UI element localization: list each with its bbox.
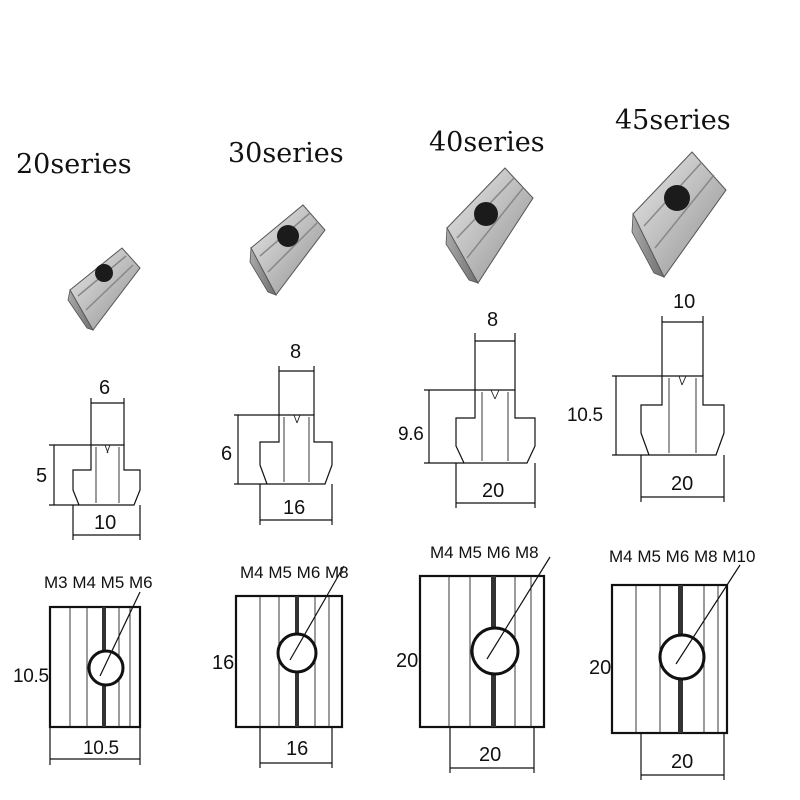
dim-20-bottom-width: 10 xyxy=(94,512,116,534)
t-nut-photo-20 xyxy=(67,247,141,331)
dim-40-top-width: 8 xyxy=(487,309,498,331)
profile-20: 6 5 10 xyxy=(36,377,141,540)
dim-20-plan-width: 10.5 xyxy=(83,738,119,759)
dim-30-height: 6 xyxy=(221,443,232,465)
dim-40-plan-width: 20 xyxy=(479,744,501,766)
t-nut-photo-30 xyxy=(249,204,326,296)
t-nut-photo-40 xyxy=(445,167,534,284)
dim-45-bottom-width: 20 xyxy=(671,473,693,495)
dim-45-plan-width: 20 xyxy=(671,751,693,773)
series-title-40: 40series xyxy=(429,127,545,158)
dim-45-top-width: 10 xyxy=(673,291,695,313)
threads-20: M3 M4 M5 M6 xyxy=(44,573,153,592)
series-title-20: 20series xyxy=(16,149,132,180)
dim-30-plan-width: 16 xyxy=(286,738,308,760)
dim-40-height: 9.6 xyxy=(398,424,424,445)
dim-45-height: 10.5 xyxy=(567,405,603,426)
dim-20-height: 5 xyxy=(36,465,47,487)
threads-45: M4 M5 M6 M8 M10 xyxy=(609,547,755,566)
profile-45: 10 10.5 20 xyxy=(567,291,725,502)
dim-40-plan-height: 20 xyxy=(396,650,418,672)
dim-45-plan-height: 20 xyxy=(589,657,611,679)
plan-40: M4 M5 M6 M8 20 20 xyxy=(396,543,551,773)
series-title-30: 30series xyxy=(228,138,344,169)
threads-40: M4 M5 M6 M8 xyxy=(430,543,539,562)
dim-30-plan-height: 16 xyxy=(212,652,234,674)
plan-45: M4 M5 M6 M8 M10 20 20 xyxy=(589,547,755,780)
dim-20-plan-height: 10.5 xyxy=(13,666,49,687)
threads-30: M4 M5 M6 M8 xyxy=(240,563,349,582)
series-title-45: 45series xyxy=(615,105,731,136)
plan-30: M4 M5 M6 M8 16 16 xyxy=(212,563,349,768)
dim-40-bottom-width: 20 xyxy=(482,480,504,502)
plan-20: M3 M4 M5 M6 10.5 10.5 xyxy=(13,573,153,765)
dim-30-top-width: 8 xyxy=(290,341,301,363)
profile-30: 8 6 16 xyxy=(221,341,333,525)
dim-30-bottom-width: 16 xyxy=(283,497,305,519)
t-nut-photo-45 xyxy=(631,151,727,278)
profile-40: 8 9.6 20 xyxy=(398,309,536,508)
dim-20-top-width: 6 xyxy=(99,377,110,399)
